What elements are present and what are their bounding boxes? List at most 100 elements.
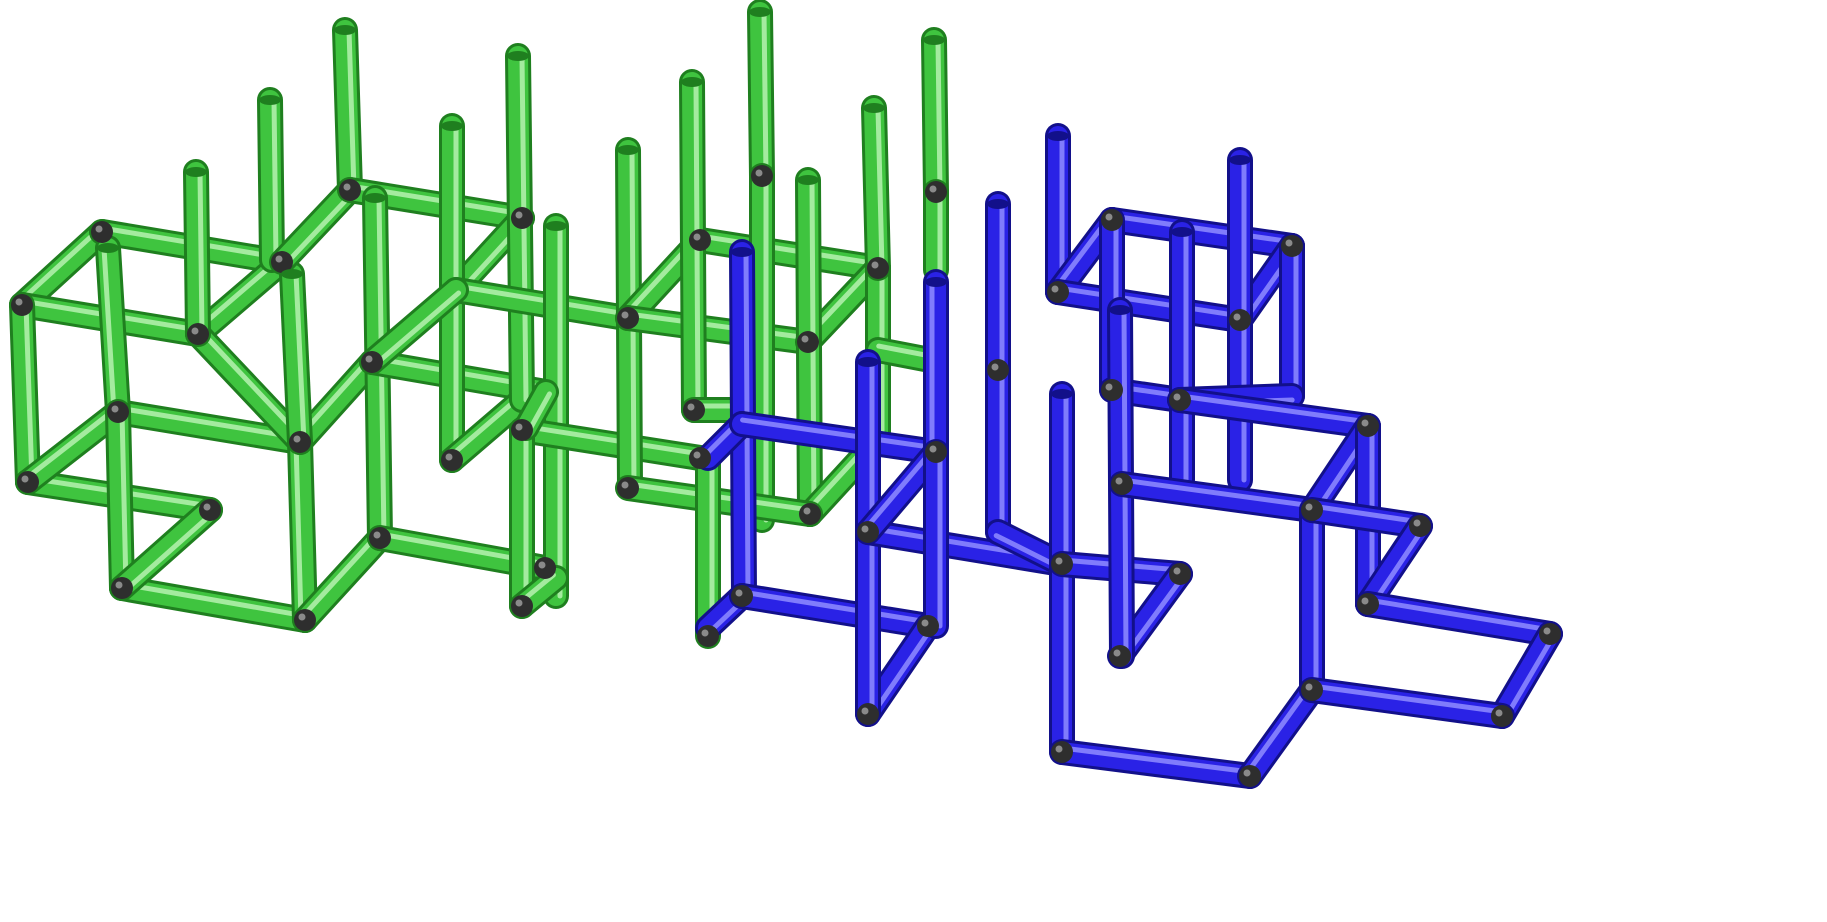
pipe-joint-highlight [1116,478,1123,485]
pipe-joint [11,294,33,316]
pipe-joint-highlight [694,452,701,459]
pipe-joint [799,503,821,525]
pipe-joint-highlight [872,262,879,269]
green-pipe-end-cap [185,167,207,177]
pipe-joint-highlight [516,212,523,219]
pipe-joint-highlight [1056,746,1063,753]
green-pipe-end-cap [281,269,303,279]
pipe-joint-highlight [1306,684,1313,691]
green-pipe-end-cap [863,103,885,113]
pipe-joint [797,331,819,353]
pipe-joint-highlight [299,614,306,621]
pipe-joint-highlight [1362,420,1369,427]
green-pipe-segment [282,190,350,262]
green-pipe-highlight [200,172,202,334]
green-pipe-segment [628,318,808,342]
pipe-joint-highlight [862,526,869,533]
pipe-joint-highlight [116,582,123,589]
pipe-joint-highlight [374,532,381,539]
green-pipe-end-cap [441,121,463,131]
blue-pipe-end-cap [987,199,1009,209]
pipe-joint-highlight [702,630,709,637]
blue-pipe-end-cap [731,247,753,257]
pipe-joint [925,441,947,463]
blue-pipe-end-cap [857,357,879,367]
green-pipe-end-cap [545,221,567,231]
pipe-joint-highlight [930,186,937,193]
green-pipe-end-cap [97,243,119,253]
green-pipe-end-cap [259,95,281,105]
pipe-joint [289,431,311,453]
blue-pipe-segment [1250,690,1312,776]
pipe-joint-highlight [276,256,283,263]
pipe-joint-highlight [1496,710,1503,717]
pipe-joint [1169,389,1191,411]
blue-pipe-segment [1058,292,1240,320]
blue-pipe-end-cap [1051,389,1073,399]
pipe-joint-highlight [1414,520,1421,527]
pipe-joint-highlight [694,234,701,241]
pipe-joint-highlight [16,299,23,306]
pipe-joint-highlight [1244,770,1251,777]
green-pipe-segment [700,240,878,268]
blue-pipe-segment [1112,220,1292,246]
pipe-joint [534,557,556,579]
green-pipe-segment [934,40,936,192]
pipe-joint [339,179,361,201]
pipe-joint-highlight [366,356,373,363]
pipe-joint-highlight [1052,286,1059,293]
blue-pipe-end-cap [1109,305,1131,315]
pipe-joint [1409,515,1431,537]
green-pipe-segment [270,100,272,260]
pipe-joint [369,527,391,549]
pipe-joint [111,577,133,599]
pipe-joint [511,207,533,229]
pipe-joint-highlight [622,312,629,319]
pipe-joint-highlight [446,454,453,461]
pipe-joint-highlight [992,364,999,371]
green-pipe-segment [456,290,626,318]
pipe-joint [857,521,879,543]
pipe-joint-highlight [1234,314,1241,321]
blue-pipe-end-cap [925,277,947,287]
pipe-joint [987,359,1009,381]
pipe-joint [361,351,383,373]
pipe-joint [1281,235,1303,257]
pipe-joint-highlight [1174,568,1181,575]
green-pipe-segment [122,510,210,588]
pipe-joint [1491,705,1513,727]
pipe-joint-highlight [802,336,809,343]
pipe-joint-highlight [804,508,811,515]
pipe-joint [1357,593,1379,615]
pipe-joint [91,221,113,243]
pipe-joint-highlight [112,406,119,413]
green-pipe-segment [760,12,762,176]
green-pipe-end-cap [364,193,386,203]
pipe-joint [1301,499,1323,521]
pipe-joint [867,257,889,279]
pipe-joint-highlight [204,504,211,511]
pipe-joint [107,401,129,423]
pipe-joint-highlight [1174,394,1181,401]
pipe-joint [1051,553,1073,575]
pipe-joint [441,449,463,471]
green-pipe-end-cap [797,175,819,185]
pipe-joint-highlight [1286,240,1293,247]
pipe-joint-highlight [539,562,546,569]
pipe-joint-highlight [930,446,937,453]
blue-pipe-segment [1180,400,1368,426]
blue-pipe-segment [1502,634,1550,716]
pipe-joint [617,307,639,329]
pipe-joint [689,447,711,469]
green-pipe-end-cap [334,25,356,35]
pipe-joint [751,165,773,187]
pipe-joint-highlight [22,476,29,483]
green-pipe-highlight [19,229,99,302]
pipe-joint-highlight [756,170,763,177]
green-pipe-end-cap [617,145,639,155]
green-pipe-highlight [285,193,353,265]
pipe-joint-highlight [922,620,929,627]
pipe-joint [199,499,221,521]
